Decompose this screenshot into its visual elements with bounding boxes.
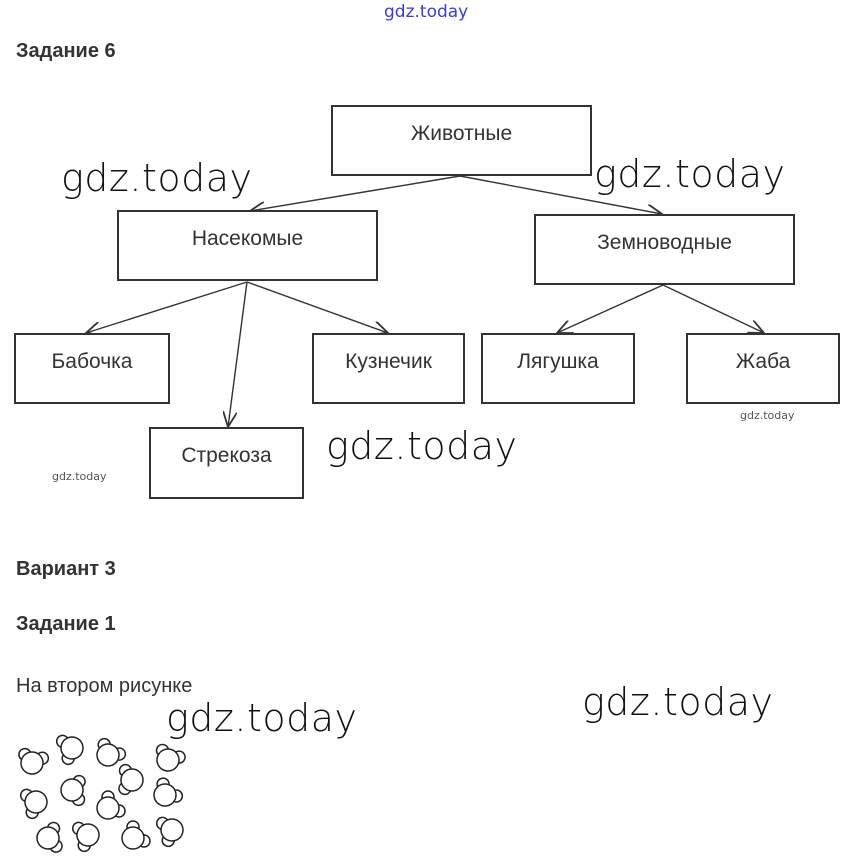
node-toad: Жаба [686, 333, 840, 404]
node-insects: Насекомые [117, 210, 378, 281]
watermark-top: gdz.today [384, 2, 469, 22]
variant-heading: Вариант 3 [16, 558, 116, 580]
water-molecule [18, 747, 50, 775]
watermark-small: gdz.today [52, 470, 107, 483]
water-molecule [55, 734, 84, 766]
node-animals: Животные [331, 105, 592, 176]
node-grasshopper: Кузнечик [312, 333, 465, 404]
water-molecule [96, 790, 126, 820]
water-molecule [121, 820, 151, 850]
watermark-small: gdz.today [740, 409, 795, 422]
water-molecule [155, 816, 184, 848]
watermark: gdz.today [166, 696, 358, 740]
water-molecule [36, 821, 63, 853]
task-heading-2: Задание 1 [16, 613, 116, 635]
watermark: gdz.today [594, 152, 786, 196]
watermark: gdz.today [61, 156, 253, 200]
water-molecule [155, 743, 186, 772]
water-molecule [60, 774, 86, 807]
node-butterfly: Бабочка [14, 333, 170, 404]
tree-arrows [0, 175, 852, 520]
watermark: gdz.today [326, 424, 518, 468]
watermark: gdz.today [582, 680, 774, 724]
water-molecule [153, 777, 184, 807]
node-frog: Лягушка [481, 333, 635, 404]
water-molecule [71, 821, 100, 853]
node-amphibians: Земноводные [534, 214, 795, 285]
water-molecule [96, 737, 127, 767]
task-heading: Задание 6 [16, 40, 116, 62]
water-molecule [19, 788, 48, 820]
water-molecule [118, 763, 144, 796]
answer-text: На втором рисунке [16, 675, 193, 697]
node-dragonfly: Стрекоза [149, 427, 304, 499]
